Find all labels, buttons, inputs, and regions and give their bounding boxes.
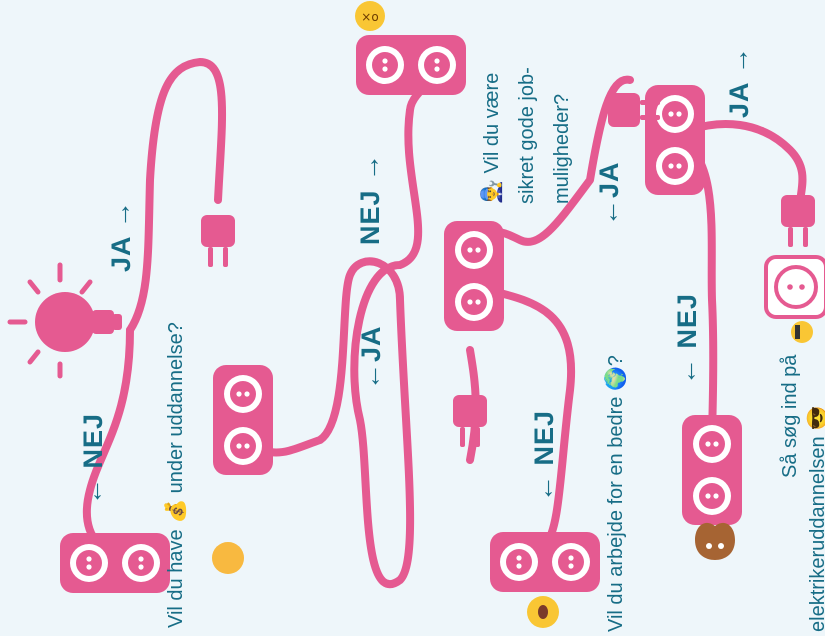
cable-1 [130, 62, 222, 330]
label-ja-1: JA → [106, 200, 136, 272]
final-line1: Så søg ind på [778, 355, 802, 478]
label-nej-4: ← NEJ [672, 293, 702, 385]
screaming-face-emoji [527, 596, 559, 628]
question-job-line3: muligheder? [550, 94, 574, 204]
label-ja-3: ←JA [594, 161, 624, 226]
lightbulb-icon [10, 265, 122, 376]
question-world: Vil du arbejde for en bedre 🌍? [604, 355, 628, 632]
label-ja-4: JA → [724, 46, 754, 118]
label-nej-3: ← NEJ [529, 410, 559, 502]
question-money: Vil du have 💰 under uddannelse? [164, 322, 188, 628]
sunglasses-emoji [791, 321, 813, 343]
cable-3 [240, 77, 460, 584]
svg-text:×o: ×o [361, 10, 378, 24]
final-line2: elektrikeruddannelsen 😎 [806, 406, 825, 632]
question-job-line1: 👨‍🔧 Vil du være [480, 73, 504, 204]
label-nej-1: ← NEJ [78, 413, 108, 505]
label-ja-2: ←JA [356, 325, 386, 390]
hot-face-emoji [212, 542, 244, 574]
dizzy-face-emoji: ×o [355, 1, 385, 31]
poop-emoji [695, 523, 735, 560]
label-nej-2: NEJ → [355, 153, 385, 245]
question-job-line2: sikret gode job- [515, 67, 539, 204]
